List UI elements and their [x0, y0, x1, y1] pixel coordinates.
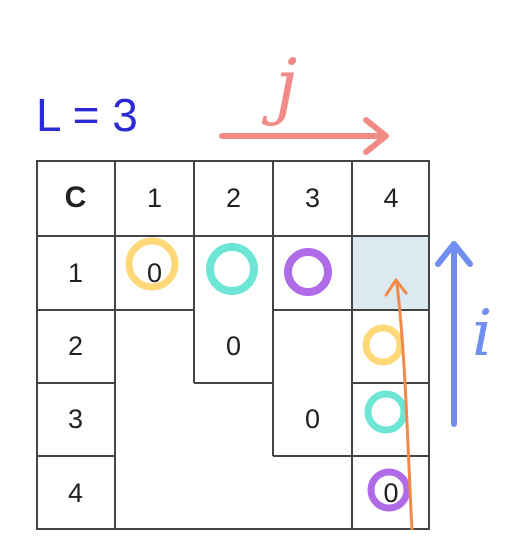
row-header-4: 4: [67, 477, 84, 508]
circle-teal-1: [206, 243, 258, 295]
length-label: L = 3: [36, 89, 138, 141]
corner-header: C: [64, 181, 87, 214]
row-header-1: 1: [67, 257, 84, 288]
highlight-cell: [352, 236, 430, 310]
col-header-3: 3: [304, 182, 321, 213]
circle-teal-2: [364, 390, 408, 434]
cell-2-2: 0: [225, 331, 242, 361]
j-label: j: [261, 43, 297, 127]
cell-4-4: 0: [383, 477, 399, 508]
col-header-2: 2: [225, 182, 242, 213]
circle-yellow-2: [362, 324, 404, 366]
j-arrow: [219, 117, 389, 155]
cell-1-1: 0: [146, 257, 163, 288]
col-header-4: 4: [383, 182, 399, 213]
col-header-1: 1: [146, 182, 163, 213]
circle-purple-1: [284, 248, 332, 296]
i-label: i: [472, 297, 492, 371]
dp-table: C 1 2 3 4 1 2 3 4 0 0 0 0: [36, 160, 430, 530]
row-header-2: 2: [67, 331, 84, 361]
i-arrow: [435, 241, 473, 427]
cell-3-3: 0: [304, 404, 321, 434]
row-header-3: 3: [67, 404, 84, 434]
